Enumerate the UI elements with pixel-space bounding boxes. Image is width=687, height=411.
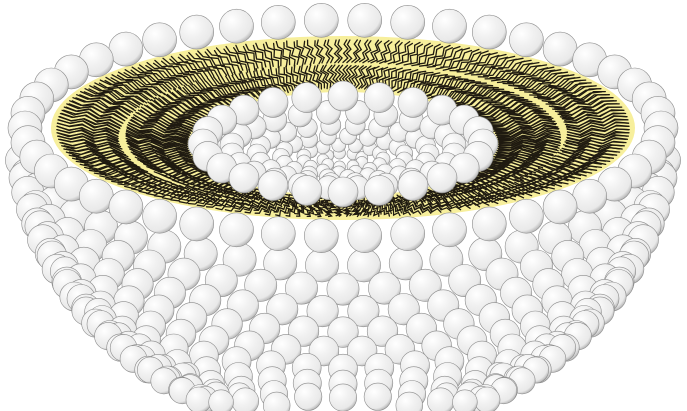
outer-head-group bbox=[364, 383, 391, 410]
rim-head-group bbox=[543, 32, 577, 66]
rim-head-group bbox=[304, 3, 338, 37]
inner-head-group bbox=[328, 177, 358, 207]
rim-head-group bbox=[143, 199, 177, 233]
outer-head-group bbox=[186, 387, 212, 411]
rim-head-group bbox=[348, 3, 382, 37]
outer-head-group bbox=[453, 390, 478, 411]
inner-head-group bbox=[229, 163, 259, 193]
inner-head-group bbox=[328, 81, 358, 111]
inner-head-group bbox=[258, 87, 288, 117]
outer-head-group bbox=[232, 388, 259, 411]
inner-head-group bbox=[292, 175, 322, 205]
outer-head-group bbox=[295, 383, 322, 410]
rim-head-group bbox=[433, 213, 467, 247]
rim-head-group bbox=[109, 32, 143, 66]
inner-head-group bbox=[398, 171, 428, 201]
inner-leaflet bbox=[188, 81, 498, 207]
rim-head-group bbox=[109, 190, 143, 224]
rim-head-group bbox=[143, 23, 177, 57]
inner-head-group bbox=[258, 171, 288, 201]
rim-head-group bbox=[180, 15, 214, 49]
rim-head-group bbox=[79, 179, 113, 213]
inner-head-group bbox=[364, 175, 394, 205]
rim-head-group bbox=[304, 219, 338, 253]
inner-head-group bbox=[292, 83, 322, 113]
inner-head-group bbox=[364, 83, 394, 113]
outer-head-group bbox=[329, 384, 356, 411]
inner-head-group bbox=[398, 87, 428, 117]
rim-head-group bbox=[348, 219, 382, 253]
outer-head-group bbox=[209, 390, 234, 411]
rim-head-group bbox=[391, 5, 425, 39]
rim-head-group bbox=[433, 9, 467, 43]
rim-head-group bbox=[573, 179, 607, 213]
rim-head-group bbox=[472, 15, 506, 49]
outer-head-group bbox=[427, 388, 454, 411]
rim-head-group bbox=[180, 207, 214, 241]
rim-head-group bbox=[220, 9, 254, 43]
rim-head-group bbox=[261, 5, 295, 39]
inner-head-group bbox=[427, 163, 457, 193]
rim-head-group bbox=[543, 190, 577, 224]
rim-head-group bbox=[509, 23, 543, 57]
rim-head-group bbox=[261, 217, 295, 251]
outer-head-group bbox=[474, 387, 500, 411]
rim-head-group bbox=[472, 207, 506, 241]
rim-head-group bbox=[391, 217, 425, 251]
rim-head-group bbox=[509, 199, 543, 233]
rim-head-group bbox=[220, 213, 254, 247]
